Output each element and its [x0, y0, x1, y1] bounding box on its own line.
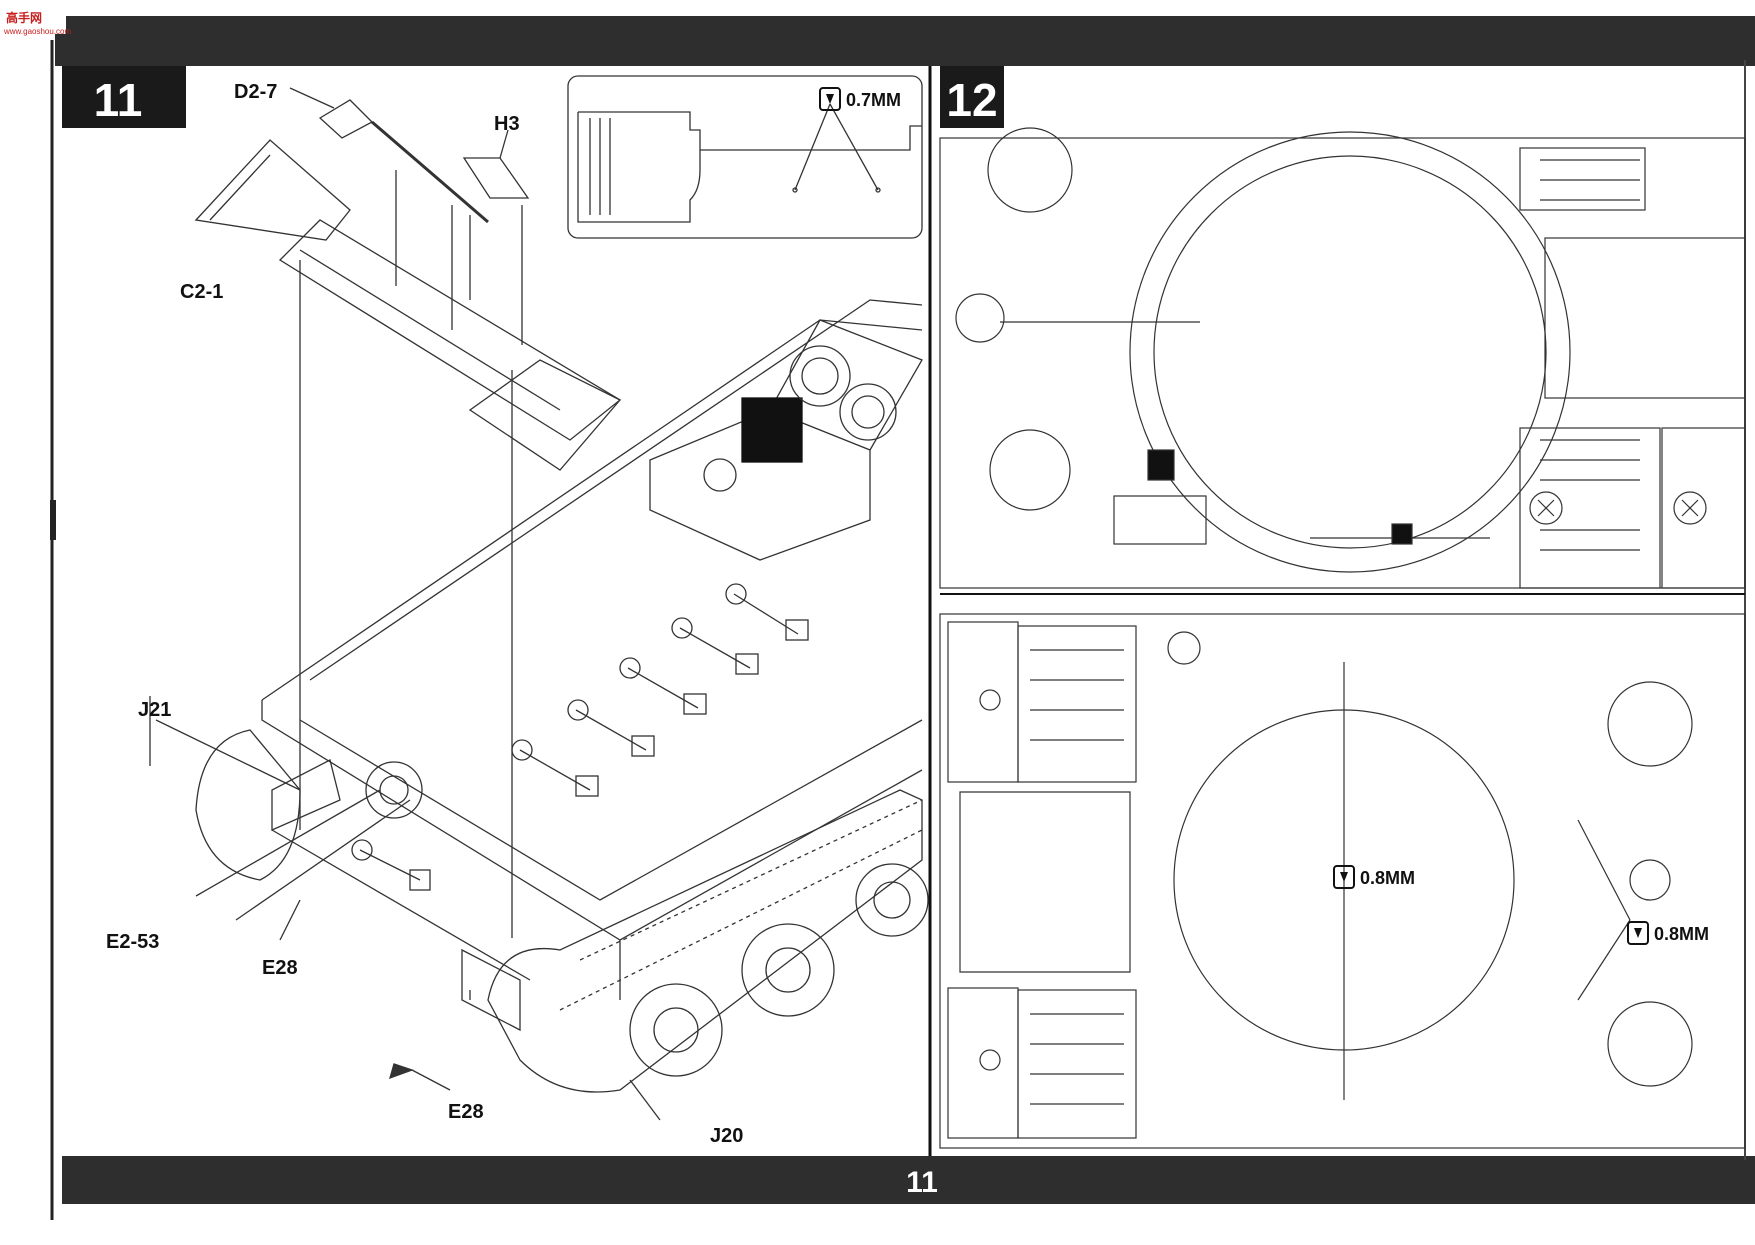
step-badge-12: 12: [940, 66, 1004, 128]
drill-icon-center: [1333, 865, 1355, 889]
step11-illustration: [149, 75, 929, 1121]
step12-top-illustration: [939, 127, 1746, 589]
part-label-c2-1: C2-1: [180, 281, 223, 303]
watermark-url: www.gaoshou.com: [3, 27, 71, 36]
top-bar: [55, 16, 1755, 66]
part-label-e28: E28: [262, 957, 298, 979]
bottom-bar: [62, 1156, 1755, 1204]
inset-detail-box: [567, 75, 923, 239]
part-label-d2-7: D2-7: [234, 81, 277, 103]
drill-note-inset: 0.7MM: [846, 90, 901, 110]
drill-icon-inset: [819, 87, 841, 111]
part-label-e28: E28: [448, 1101, 484, 1123]
drill-note-center: 0.8MM: [1360, 868, 1415, 888]
step-number: 11: [94, 74, 143, 126]
part-label-e2-53: E2-53: [106, 931, 159, 953]
torsion-bar-stubs: [351, 583, 809, 891]
page-number: 11: [906, 1166, 938, 1199]
drill-icon-right: [1627, 921, 1649, 945]
part-label-j21: J21: [138, 699, 171, 721]
watermark-text: 高手网: [6, 10, 42, 25]
step-badge-11: 11: [62, 66, 186, 128]
drill-note-right: 0.8MM: [1654, 924, 1709, 944]
binding-mark: [50, 500, 56, 540]
grille-lines: [1540, 159, 1640, 551]
watermark-logo: 高手网 www.gaoshou.com: [2, 4, 71, 36]
part-label-h3: H3: [494, 113, 520, 135]
step-number: 12: [946, 74, 997, 126]
part-label-j20: J20: [710, 1125, 743, 1147]
bottom-grille-lines: [1030, 649, 1124, 1105]
step12-bottom-illustration: [939, 613, 1746, 1149]
